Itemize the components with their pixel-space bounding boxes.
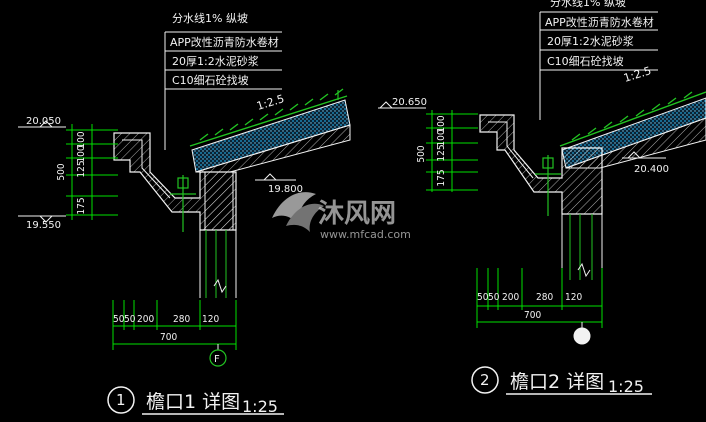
note-1-3: 20厚1:2水泥砂浆 — [172, 54, 259, 68]
elev-2-top: 20.650 — [392, 97, 427, 108]
note-2-4: C10细石砼找坡 — [547, 54, 624, 68]
dim-2-h1: 50 — [477, 292, 489, 303]
title-number-1: 1 — [116, 391, 126, 409]
horizontal-dims-2: 50 50 200 280 120 700 — [476, 268, 603, 328]
title-text-1: 檐口1 详图 — [146, 391, 240, 413]
wall-2 — [561, 214, 603, 280]
title-2: 2 檐口2 详图 1:25 — [471, 366, 652, 396]
detail-1: 分水线1% 纵坡 APP改性沥青防水卷材 20厚1:2水泥砂浆 C10细石砼找坡… — [18, 11, 351, 416]
watermark-logo-icon — [272, 192, 324, 232]
note-stack-1: 分水线1% 纵坡 APP改性沥青防水卷材 20厚1:2水泥砂浆 C10细石砼找坡 — [164, 11, 282, 150]
dim-1-h1: 50 — [113, 314, 125, 325]
vertical-dims-2: 100 100 125 500 175 — [416, 110, 478, 192]
axis-bubble-1: F — [209, 344, 227, 367]
dim-2-v2: 100 — [436, 129, 447, 146]
gutter-2 — [479, 114, 603, 216]
elev-1-bottom: 19.550 — [26, 220, 61, 231]
slope-label-2: 1:2.5 — [622, 64, 653, 85]
dim-2-h2: 50 — [488, 292, 500, 303]
watermark: 沐风网 www.mfcad.com — [272, 192, 411, 241]
elevations-2: 20.650 20.400 — [378, 97, 669, 175]
axis-bubble-2 — [573, 322, 591, 345]
roof-slab-1: 1:2.5 — [189, 88, 351, 173]
note-1-1: 分水线1% 纵坡 — [172, 11, 248, 25]
note-2-3: 20厚1:2水泥砂浆 — [547, 34, 634, 48]
watermark-name: 沐风网 — [318, 199, 396, 229]
dim-1-v2: 100 — [76, 145, 87, 162]
dim-1-total: 700 — [160, 332, 177, 343]
dim-2-v4: 500 — [416, 145, 427, 162]
gutter-1 — [113, 132, 237, 232]
dim-1-h2: 50 — [124, 314, 136, 325]
horizontal-dims-1: 50 50 200 280 120 700 — [112, 300, 237, 350]
dim-1-v5: 175 — [76, 197, 87, 214]
vertical-dims-1: 100 100 125 500 175 — [56, 124, 118, 220]
note-1-4: C10细石砼找坡 — [172, 73, 249, 87]
note-2-1: 分水线1% 纵坡 — [550, 0, 626, 9]
title-1: 1 檐口1 详图 1:25 — [107, 386, 284, 416]
dim-1-h4: 280 — [173, 314, 190, 325]
dim-2-v5: 175 — [436, 169, 447, 186]
elev-1-right: 19.800 — [268, 184, 303, 195]
note-2-2: APP改性沥青防水卷材 — [545, 15, 654, 29]
watermark-url: www.mfcad.com — [320, 228, 411, 241]
dim-1-v1: 100 — [76, 131, 87, 148]
title-number-2: 2 — [480, 371, 490, 389]
dim-2-h5: 120 — [565, 292, 582, 303]
dim-2-total: 700 — [524, 310, 541, 321]
dim-2-v3: 125 — [436, 144, 447, 161]
detail-2: 分水线1% 纵坡 APP改性沥青防水卷材 20厚1:2水泥砂浆 C10细石砼找坡… — [378, 0, 706, 396]
dim-1-h5: 120 — [202, 314, 219, 325]
dim-2-h4: 280 — [536, 292, 553, 303]
dim-1-v3: 125 — [76, 160, 87, 177]
elev-1-top: 20.050 — [26, 116, 61, 127]
dim-1-v4: 500 — [56, 163, 67, 180]
title-scale-2: 1:25 — [608, 377, 644, 396]
elevations-1: 20.050 19.550 19.800 — [18, 116, 303, 231]
title-text-2: 檐口2 详图 — [510, 371, 604, 393]
elev-2-right: 20.400 — [634, 164, 669, 175]
dim-1-h3: 200 — [137, 314, 154, 325]
axis-label-1: F — [214, 354, 220, 365]
dim-2-h3: 200 — [502, 292, 519, 303]
note-1-2: APP改性沥青防水卷材 — [170, 35, 279, 49]
title-scale-1: 1:25 — [242, 397, 278, 416]
wall-1 — [199, 230, 237, 298]
dim-2-v1: 100 — [436, 115, 447, 132]
note-stack-2: 分水线1% 纵坡 APP改性沥青防水卷材 20厚1:2水泥砂浆 C10细石砼找坡 — [539, 0, 658, 120]
